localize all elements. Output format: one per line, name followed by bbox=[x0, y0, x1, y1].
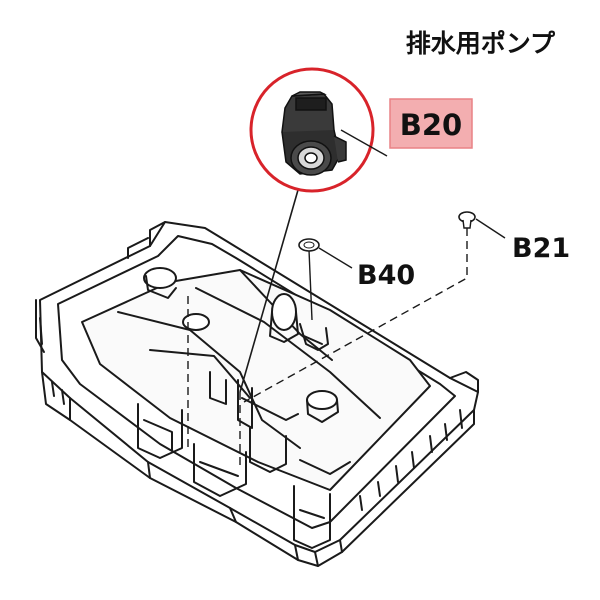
screw-icon[interactable] bbox=[458, 211, 476, 229]
b20-leader-line bbox=[340, 129, 388, 157]
rubber-cap-icon[interactable] bbox=[298, 238, 320, 252]
b40-label[interactable]: B40 bbox=[357, 260, 415, 291]
drain-pump-icon[interactable] bbox=[249, 67, 375, 193]
b40-leader-line bbox=[318, 247, 353, 269]
cap-guide-line bbox=[308, 249, 313, 321]
b21-label[interactable]: B21 bbox=[512, 233, 570, 264]
part-title: 排水用ポンプ bbox=[406, 29, 556, 58]
b21-leader-line bbox=[475, 218, 506, 239]
pump-leader-line bbox=[239, 189, 299, 393]
b20-label-box[interactable]: B20 bbox=[389, 98, 473, 149]
b20-label: B20 bbox=[400, 108, 462, 142]
screw-guide-line bbox=[243, 228, 468, 403]
base-frame-icon[interactable] bbox=[35, 221, 479, 567]
